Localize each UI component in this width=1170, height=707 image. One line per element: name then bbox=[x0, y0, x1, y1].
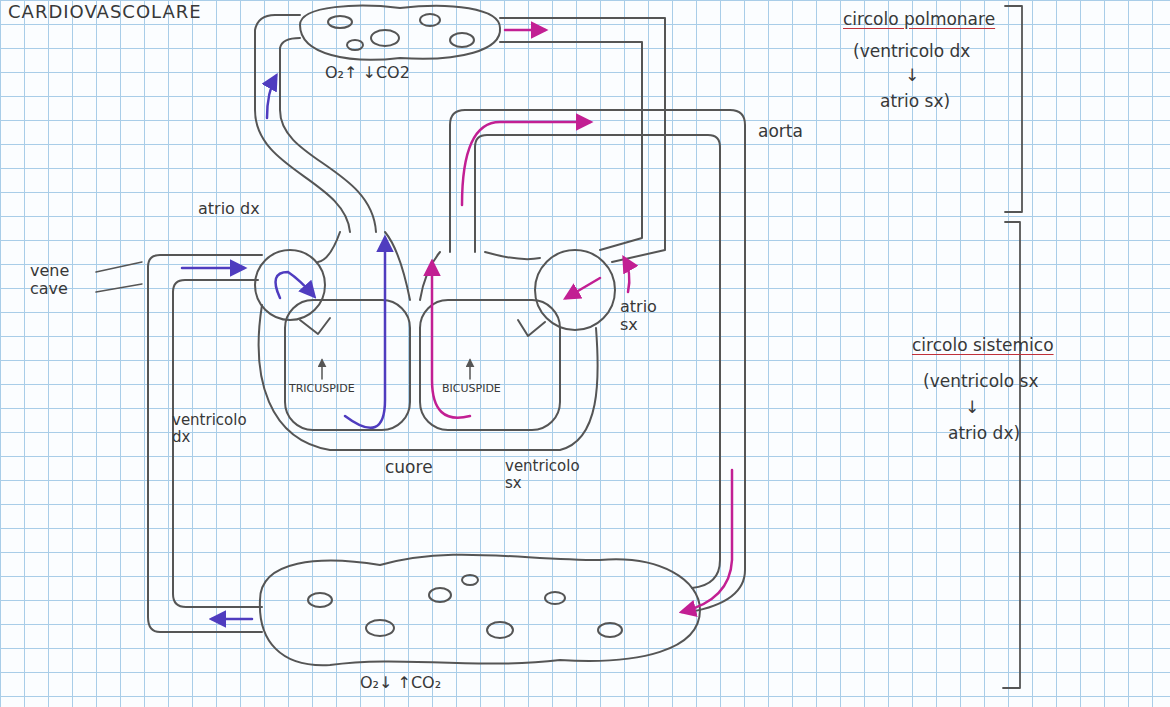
gas-exchange-label: O₂↓ ↑CO₂ bbox=[360, 674, 441, 692]
chamber-label: atrio sx bbox=[620, 298, 672, 335]
chamber-label: ventricolo dx bbox=[172, 412, 252, 447]
vessel-label: vene cave bbox=[30, 262, 92, 299]
chamber-label: ventricolo sx bbox=[505, 458, 585, 493]
circuit-title: circolo polmonare bbox=[843, 10, 995, 30]
circuit-note: (ventricolo dx bbox=[853, 42, 970, 62]
circuit-note: (ventricolo sx bbox=[923, 372, 1039, 392]
circuit-note: atrio dx) bbox=[948, 424, 1020, 444]
valve-label: BICUSPIDE bbox=[442, 383, 501, 396]
chamber-label: atrio dx bbox=[198, 200, 260, 218]
circuit-title: circolo sistemico bbox=[912, 336, 1054, 356]
page-title: CARDIOVASCOLARE bbox=[8, 1, 202, 22]
circuit-note: atrio sx) bbox=[880, 92, 950, 112]
circuit-arrow: ↓ bbox=[905, 66, 919, 86]
vessel-label: aorta bbox=[758, 122, 803, 142]
gas-exchange-label: O₂↑ ↓CO2 bbox=[325, 64, 410, 82]
organ-label: cuore bbox=[385, 458, 433, 478]
circuit-arrow: ↓ bbox=[965, 398, 979, 418]
valve-label: TRICUSPIDE bbox=[289, 383, 355, 396]
